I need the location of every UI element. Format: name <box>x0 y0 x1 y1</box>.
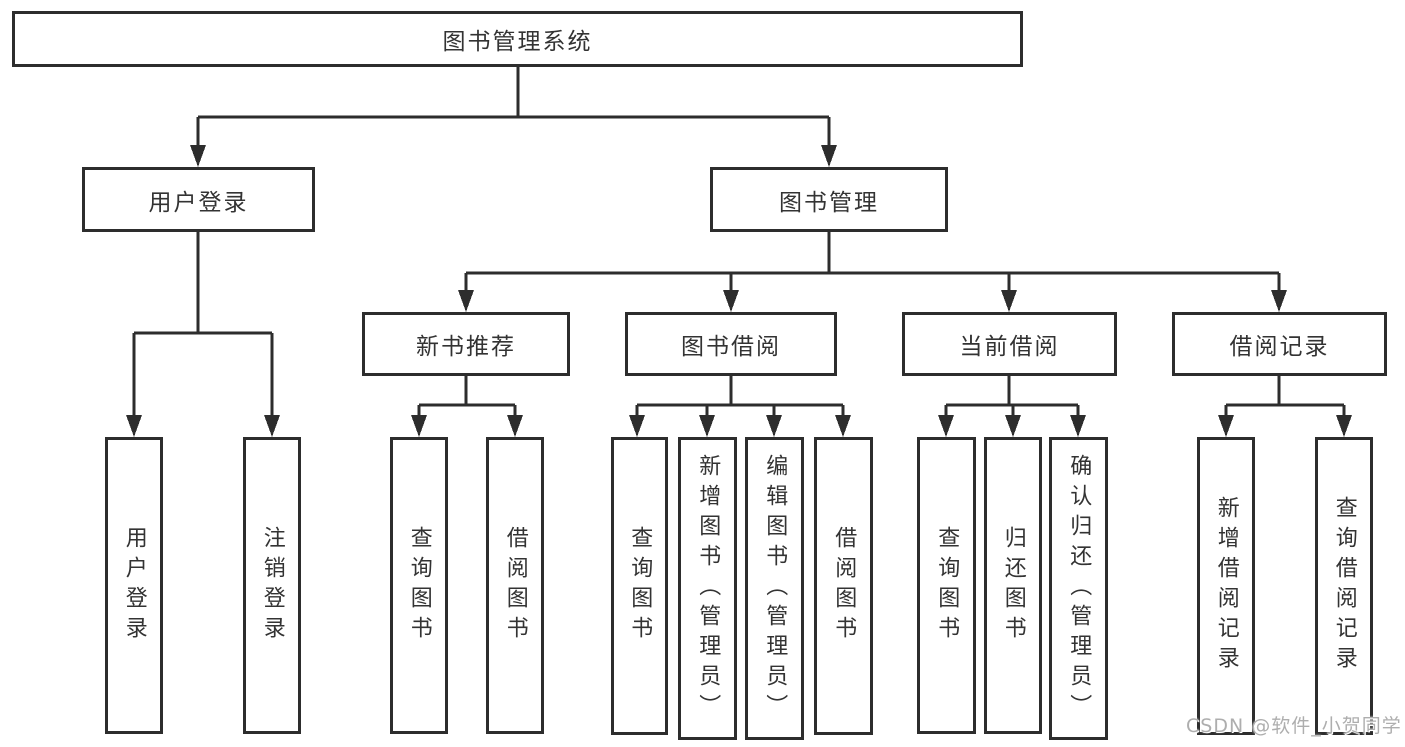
node-label: 用户登录 <box>148 189 249 216</box>
node-current-borrow: 当前借阅 <box>902 312 1117 376</box>
arrowhead-icon <box>190 145 206 167</box>
leaf-borrow-books: 借阅图书 <box>814 437 873 735</box>
node-label: 新书推荐 <box>416 334 516 360</box>
connector-book-borrow-children <box>629 376 851 437</box>
arrowhead-icon <box>1005 415 1021 437</box>
arrowhead-icon <box>723 290 739 312</box>
arrowhead-icon <box>1336 415 1352 437</box>
arrowhead-icon <box>835 415 851 437</box>
node-label: 查询借阅记录 <box>1331 496 1357 676</box>
leaf-logout: 注销登录 <box>243 437 301 734</box>
arrowhead-icon <box>458 290 474 312</box>
node-label: 编辑图书（管理员） <box>762 453 788 724</box>
arrowhead-icon <box>1070 415 1086 437</box>
arrowhead-icon <box>264 415 280 437</box>
node-book-management: 图书管理 <box>710 167 948 232</box>
node-label: 图书管理系统 <box>442 29 593 55</box>
node-label: 借阅记录 <box>1229 334 1330 360</box>
connector-root-to-level2 <box>190 67 837 167</box>
node-label: 用户登录 <box>121 525 147 646</box>
leaf-confirm-return-admin: 确认归还（管理员） <box>1049 437 1108 740</box>
arrowhead-icon <box>1001 290 1017 312</box>
leaf-add-book-admin: 新增图书（管理员） <box>678 437 737 740</box>
leaf-query-books-borrow: 查询图书 <box>611 437 668 735</box>
node-label: 当前借阅 <box>959 334 1060 360</box>
node-label: 借阅图书 <box>502 525 528 646</box>
node-label: 借阅图书 <box>831 526 857 646</box>
arrowhead-icon <box>821 145 837 167</box>
leaf-user-login: 用户登录 <box>105 437 163 734</box>
connector-borrow-records-children <box>1218 376 1352 437</box>
leaf-query-books-recommend: 查询图书 <box>390 437 448 734</box>
node-label: 查询图书 <box>627 526 653 646</box>
node-user-login: 用户登录 <box>82 167 315 232</box>
arrowhead-icon <box>766 415 782 437</box>
arrowhead-icon <box>629 415 645 437</box>
arrowhead-icon <box>411 415 427 437</box>
node-borrow-records: 借阅记录 <box>1172 312 1387 376</box>
node-label: 查询图书 <box>406 525 432 646</box>
node-label: 查询图书 <box>934 525 960 646</box>
arrowhead-icon <box>938 415 954 437</box>
node-label: 图书借阅 <box>681 334 781 360</box>
connector-book-management-children <box>458 232 1287 312</box>
node-label: 确认归还（管理员） <box>1066 453 1092 724</box>
arrowhead-icon <box>1218 415 1234 437</box>
node-library-management-system: 图书管理系统 <box>12 11 1023 67</box>
leaf-edit-book-admin: 编辑图书（管理员） <box>745 437 804 740</box>
arrowhead-icon <box>699 415 715 437</box>
connector-current-borrow-children <box>938 376 1086 437</box>
node-label: 注销登录 <box>259 525 285 646</box>
leaf-add-borrow-record: 新增借阅记录 <box>1197 437 1255 735</box>
leaf-query-borrow-record: 查询借阅记录 <box>1315 437 1373 735</box>
node-label: 新增图书（管理员） <box>695 453 721 724</box>
node-book-borrow: 图书借阅 <box>625 312 837 376</box>
node-label: 归还图书 <box>1000 525 1026 646</box>
leaf-return-books: 归还图书 <box>984 437 1042 734</box>
leaf-query-books-current: 查询图书 <box>917 437 976 734</box>
node-label: 新增借阅记录 <box>1213 496 1239 676</box>
watermark: CSDN @软件_小贺同学 <box>1186 715 1402 737</box>
leaf-borrow-books-recommend: 借阅图书 <box>486 437 544 734</box>
arrowhead-icon <box>126 415 142 437</box>
connector-new-book-children <box>411 376 523 437</box>
arrowhead-icon <box>1271 290 1287 312</box>
arrowhead-icon <box>507 415 523 437</box>
connector-user-login-children <box>126 232 280 437</box>
node-label: 图书管理 <box>779 189 879 216</box>
node-new-book-recommend: 新书推荐 <box>362 312 570 376</box>
